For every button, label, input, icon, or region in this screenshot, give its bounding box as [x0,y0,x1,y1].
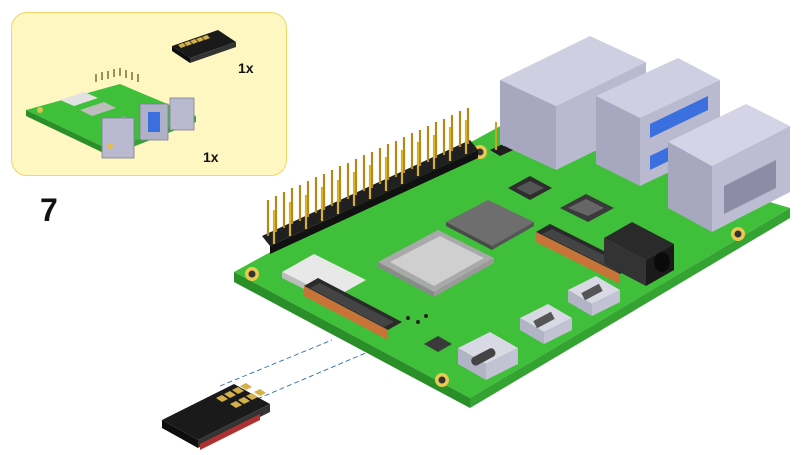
components-dots [406,314,428,324]
micro-hdmi-port-1 [520,304,572,344]
small-chip-1 [508,176,552,200]
sd-card-quantity: 1x [238,60,254,76]
board-part-icon [26,68,196,159]
csi-connector-front [304,278,402,340]
parts-list-panel [11,12,287,176]
ethernet-port [668,104,790,232]
audio-jack [604,222,674,286]
small-chip-3 [424,336,452,352]
micro-sd-card [162,383,270,450]
insertion-guide-lines [219,339,369,403]
usb-c-power-port [458,332,518,380]
ram-chip [446,200,534,250]
soc-processor [378,230,494,297]
step-number: 7 [40,192,58,228]
small-chip-2 [560,194,614,222]
gpio-header [262,108,478,254]
micro-hdmi-port-2 [568,276,620,316]
sd-card-part-icon [172,30,236,63]
board-quantity: 1x [203,149,219,165]
